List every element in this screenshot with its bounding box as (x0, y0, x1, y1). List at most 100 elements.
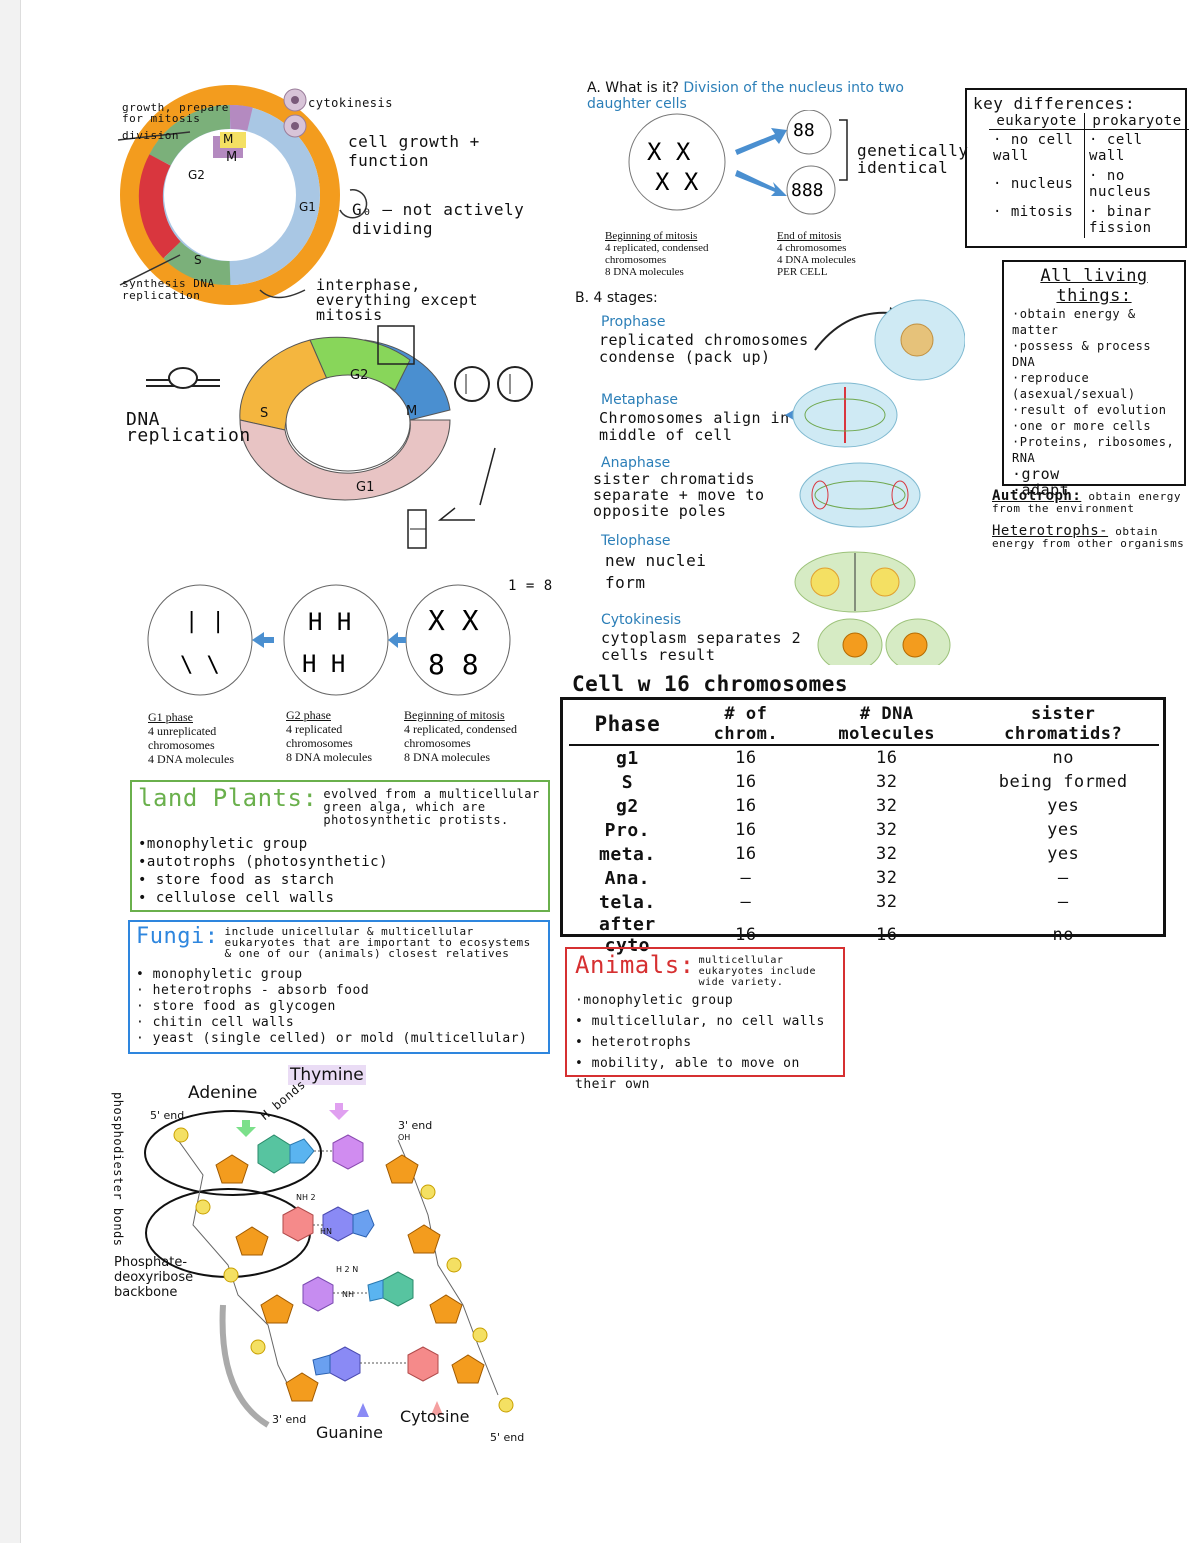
land-plants-subtitle: evolved from a multicellular green alga,… (323, 787, 540, 827)
g1-phase-text: G1 phase 4 unreplicated chromosomes 4 DN… (148, 710, 234, 766)
cell-cycle-ring-2 (146, 325, 533, 549)
table-cell: 16 (735, 820, 757, 840)
m-label-1: M (223, 132, 234, 146)
h2n-label: H 2 N (336, 1265, 359, 1274)
g0-label: G₀ – not actively dividing (352, 200, 525, 238)
guanine-label: Guanine (316, 1423, 383, 1442)
animals-item: • heterotrophs (575, 1035, 692, 1050)
table-cell: — (740, 892, 752, 912)
bm-line3: 8 DNA molecules (404, 750, 490, 764)
svg-text:X X: X X (647, 138, 691, 166)
fungi-title: Fungi: (136, 924, 219, 949)
three-end-top: 3' end (398, 1119, 433, 1132)
telophase-note: new nuclei form (605, 551, 707, 592)
nh-label: NH (342, 1290, 354, 1299)
backbone-label: Phosphate-deoxyribose backbone (114, 1255, 194, 1300)
left-edge-bar (0, 0, 21, 1543)
living-item: ·grow (1012, 465, 1060, 483)
g1-title: G1 phase (148, 710, 193, 724)
land-plants-list: •monophyletic group •autotrophs (photosy… (138, 835, 542, 907)
animals-title: Animals: (575, 951, 695, 979)
table-cell: 16 (735, 748, 757, 768)
end-caption-title: End of mitosis (777, 230, 842, 242)
chromosome-table-box: Phase # of chrom. # DNA molecules sister… (560, 697, 1166, 956)
end-mitosis-caption: End of mitosis 4 chromosomes 4 DNA molec… (777, 230, 897, 278)
svg-text:88: 88 (793, 120, 815, 141)
g1-label: G1 (299, 200, 316, 214)
land-plants-item: •autotrophs (photosynthetic) (138, 854, 389, 870)
metaphase-label: Metaphase (601, 392, 679, 408)
table-cell: 16 (875, 748, 898, 768)
what-question: A. What is it? (587, 80, 679, 96)
table-cell: 16 (875, 925, 898, 945)
bm-line2: chromosomes (404, 736, 471, 750)
table-cell: 16 (735, 796, 757, 816)
animals-box: Animals: multicellular eukaryotes includ… (565, 947, 845, 1092)
table-cell: 32 (875, 892, 898, 912)
table-title: Cell w 16 chromosomes (572, 672, 849, 696)
table-cell: 32 (875, 796, 898, 816)
table-row: tela.—32— (569, 890, 1159, 914)
living-item: ·reproduce (asexual/sexual) (1012, 371, 1136, 401)
five-end-top: 5' end (150, 1109, 185, 1122)
land-plants-item: •monophyletic group (138, 836, 308, 852)
table-cell: Ana. (604, 867, 651, 889)
anaphase-note: sister chromatids separate + move to opp… (593, 470, 765, 520)
dna-replication-label: DNA replication (126, 409, 251, 446)
header-dna: # DNA molecules (838, 704, 936, 744)
mitosis-stages-svg (785, 299, 965, 665)
end-caption-l3: PER CELL (777, 266, 828, 278)
begin-mitosis-caption: Beginning of mitosis 4 replicated, conde… (605, 230, 745, 278)
cytokinesis-label: Cytokinesis (601, 612, 682, 628)
svg-text:8 8: 8 8 (428, 648, 479, 681)
eukaryote-header: eukaryote (989, 113, 1086, 130)
ratio-label: 1 = 8 (508, 578, 553, 594)
table-cell: g2 (616, 795, 639, 817)
prophase-note: replicated chromosomes condense (pack up… (599, 331, 809, 366)
header-sister: sister chromatids? (1004, 704, 1123, 744)
phosphodiester-label: phosphodiester bonds (111, 1092, 125, 1247)
hn-label: HN (320, 1227, 332, 1236)
cell-cycle-diagram-2: G2 S M G1 DNA replication 1 = 8 (110, 320, 570, 594)
header-chrom: # of chrom. (713, 704, 779, 744)
svg-text:\ \: \ \ (180, 653, 220, 678)
table-cell: yes (1047, 796, 1080, 816)
svg-text:X X: X X (655, 168, 699, 196)
key-diff-table: eukaryote prokaryote · no cell wall · ce… (989, 113, 1189, 238)
living-item: ·Proteins, ribosomes, RNA (1012, 435, 1175, 465)
table-cell: — (1057, 868, 1069, 888)
nh2-label: NH 2 (296, 1193, 316, 1202)
fungi-list: • monophyletic group · heterotrophs - ab… (136, 967, 542, 1047)
begin-caption-l1: 4 replicated, condensed (605, 242, 709, 254)
autotroph-def: obtain energy from the environment (992, 490, 1182, 515)
pro-row3: · binar fission (1089, 204, 1152, 236)
end-caption-l1: 4 chromosomes (777, 242, 847, 254)
land-plants-item: • store food as starch (138, 872, 335, 888)
dna-structure-svg (144, 1103, 514, 1428)
header-phase: Phase (594, 712, 661, 736)
living-list: ·obtain energy & matter ·possess & proce… (1012, 306, 1176, 498)
oh-label: OH (398, 1133, 411, 1142)
g2-line3: 8 DNA molecules (286, 750, 372, 764)
begin-caption-l2: chromosomes (605, 254, 667, 266)
heterotroph-definition: Heterotrophs- obtain energy from other o… (992, 524, 1198, 550)
g2-line1: 4 replicated (286, 722, 343, 736)
table-cell: 16 (735, 844, 757, 864)
three-end-bottom: 3' end (272, 1413, 307, 1426)
begin-mitosis-text: Beginning of mitosis 4 replicated, conde… (404, 708, 517, 764)
table-cell: no (1052, 748, 1074, 768)
svg-text:| |: | | (185, 609, 225, 634)
mitosis-before-after-svg: X X X X 88 888 (628, 110, 848, 215)
chromosome-table: Phase # of chrom. # DNA molecules sister… (569, 704, 1159, 956)
prophase-label: Prophase (601, 314, 666, 330)
fungi-item: · store food as glycogen (136, 999, 336, 1014)
heterotroph-def: obtain energy from other organisms (992, 525, 1185, 550)
mitosis-what: A. What is it? Division of the nucleus i… (587, 80, 907, 112)
fungi-item: · yeast (single celled) or mold (multice… (136, 1031, 528, 1046)
cell-cycle-ring-1 (117, 85, 368, 305)
table-cell: 16 (735, 772, 757, 792)
begin-caption-title: Beginning of mitosis (605, 230, 698, 242)
prokaryote-header: prokaryote (1084, 113, 1189, 130)
